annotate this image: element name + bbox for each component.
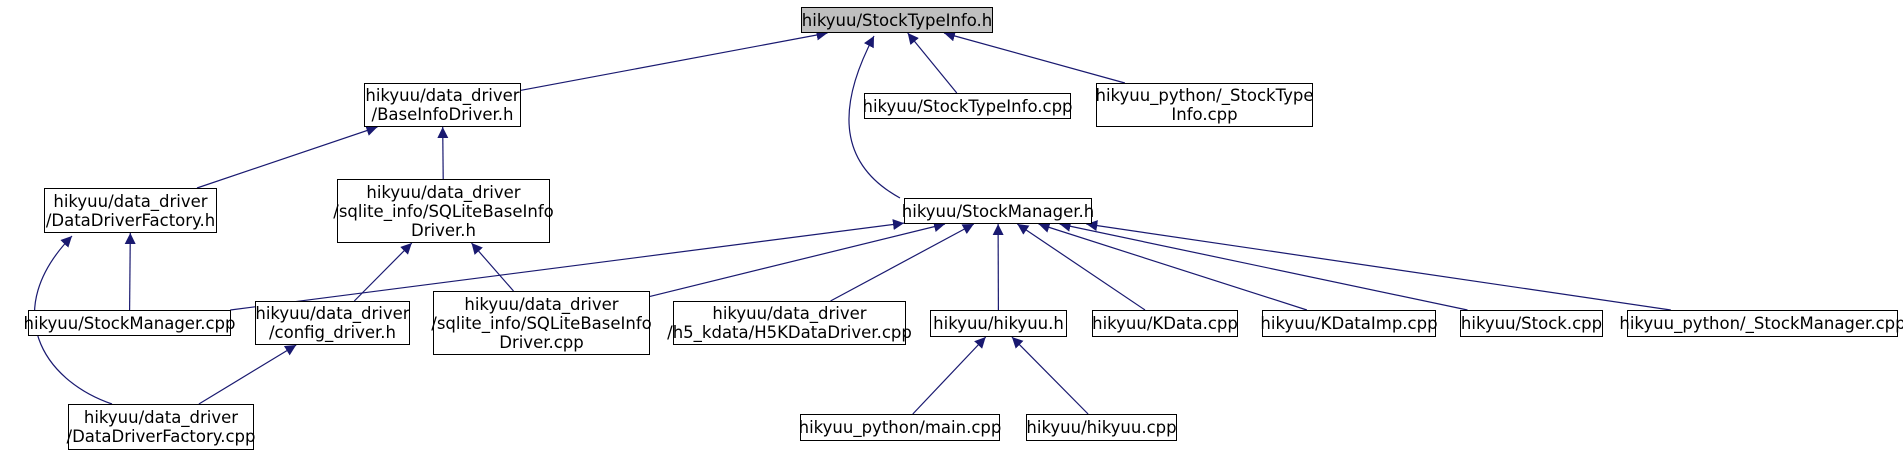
- node-label-line-2: Info.cpp: [1171, 105, 1238, 124]
- edge-sqlitebaseinfodriver-cpp-to-stockmanager-h: [649, 221, 946, 297]
- node-kdata-cpp[interactable]: hikyuu/KData.cpp: [1092, 310, 1238, 337]
- node-label-line-2: /config_driver.h: [268, 323, 397, 342]
- edge-datadriverfactory-h-to-baseinfodriver-h: [196, 125, 378, 189]
- node-stocktypeinfo-cpp[interactable]: hikyuu/StockTypeInfo.cpp: [862, 93, 1073, 119]
- node-sqlitebaseinfodriver-h[interactable]: hikyuu/data_driver/sqlite_info/SQLiteBas…: [333, 179, 554, 243]
- edge-datadriverfactory-cpp-to-config-driver-h: [198, 344, 297, 405]
- node-label: hikyuu_python/main.cpp: [798, 418, 1002, 437]
- edge-py-stocktypeinfo-cpp-to-stocktypeinfo-h: [943, 30, 1126, 84]
- node-kdataimp-cpp[interactable]: hikyuu/KDataImp.cpp: [1260, 310, 1438, 337]
- node-label-line-1: hikyuu_python/_StockType: [1095, 86, 1314, 105]
- node-label: hikyuu/Stock.cpp: [1460, 314, 1603, 333]
- node-label-line-1: hikyuu/data_driver: [53, 191, 208, 211]
- node-datadriverfactory-cpp[interactable]: hikyuu/data_driver/DataDriverFactory.cpp: [66, 404, 256, 450]
- node-label-line-2: /DataDriverFactory.cpp: [66, 427, 256, 446]
- edge-hikyuu-cpp-to-hikyuu-h: [1011, 336, 1089, 415]
- node-hikyuu-h[interactable]: hikyuu/hikyuu.h: [930, 310, 1067, 337]
- node-config-driver-h[interactable]: hikyuu/data_driver/config_driver.h: [255, 301, 410, 345]
- node-sqlitebaseinfodriver-cpp[interactable]: hikyuu/data_driver/sqlite_info/SQLiteBas…: [431, 291, 652, 355]
- node-label: hikyuu/KData.cpp: [1092, 314, 1238, 333]
- edge-datadriverfactory-cpp-to-datadriverfactory-h: [33, 235, 113, 405]
- node-h5kdatadriver-cpp[interactable]: hikyuu/data_driver/h5_kdata/H5KDataDrive…: [667, 301, 912, 345]
- edge-kdataimp-cpp-to-stockmanager-h: [1038, 222, 1308, 311]
- node-label: hikyuu/StockTypeInfo.cpp: [862, 96, 1073, 116]
- node-label-line-1: hikyuu/data_driver: [464, 294, 619, 314]
- node-label-line-1: hikyuu/data_driver: [83, 408, 239, 427]
- edge-py-stockmanager-cpp-to-stockmanager-h: [1086, 220, 1671, 311]
- edge-h5kdatadriver-cpp-to-stockmanager-h: [830, 223, 975, 302]
- edge-config-driver-h-to-sqlitebaseinfodriver-h: [353, 242, 413, 302]
- node-label-line-2: /DataDriverFactory.h: [45, 210, 216, 230]
- edge-stockmanager-cpp-to-stockmanager-h: [230, 219, 905, 311]
- node-label: hikyuu_python/_StockManager.cpp: [1619, 314, 1903, 333]
- node-label: hikyuu/StockTypeInfo.h: [801, 10, 993, 30]
- node-datadriverfactory-h[interactable]: hikyuu/data_driver/DataDriverFactory.h: [44, 188, 217, 233]
- node-label: hikyuu/KDataImp.cpp: [1260, 314, 1438, 333]
- node-label-line-2: /BaseInfoDriver.h: [371, 105, 514, 124]
- node-baseinfodriver-h[interactable]: hikyuu/data_driver/BaseInfoDriver.h: [364, 83, 521, 127]
- edge-sqlitebaseinfodriver-cpp-to-sqlitebaseinfodriver-h: [471, 242, 514, 292]
- node-label-line-2: /sqlite_info/SQLiteBaseInfo: [333, 201, 554, 221]
- node-label-line-1: hikyuu/data_driver: [255, 304, 410, 323]
- node-stock-cpp[interactable]: hikyuu/Stock.cpp: [1460, 310, 1603, 337]
- node-label-line-1: hikyuu/data_driver: [712, 304, 867, 323]
- edge-stocktypeinfo-cpp-to-stocktypeinfo-h: [907, 32, 958, 94]
- edge-stockmanager-h-to-stocktypeinfo-h: [848, 35, 901, 199]
- edge-kdata-cpp-to-stockmanager-h: [1016, 223, 1146, 311]
- node-label-line-2: /sqlite_info/SQLiteBaseInfo: [431, 313, 652, 333]
- node-py-stockmanager-cpp[interactable]: hikyuu_python/_StockManager.cpp: [1619, 310, 1903, 337]
- node-label: hikyuu/StockManager.h: [901, 201, 1095, 221]
- node-hikyuu-cpp[interactable]: hikyuu/hikyuu.cpp: [1026, 414, 1177, 441]
- node-label-line-1: hikyuu/data_driver: [366, 182, 521, 202]
- node-label-line-2: /h5_kdata/H5KDataDriver.cpp: [667, 323, 912, 342]
- edge-stockmanager-cpp-to-datadriverfactory-h: [124, 232, 136, 311]
- edge-python-main-cpp-to-hikyuu-h: [912, 336, 987, 415]
- edge-sqlitebaseinfodriver-h-to-baseinfodriver-h: [437, 126, 449, 180]
- node-label-line-3: Driver.cpp: [499, 332, 584, 352]
- node-label-line-3: Driver.h: [411, 220, 476, 240]
- node-label: hikyuu/hikyuu.cpp: [1026, 418, 1177, 437]
- node-stocktypeinfo-h[interactable]: hikyuu/StockTypeInfo.h: [801, 7, 993, 33]
- node-label-line-1: hikyuu/data_driver: [365, 86, 520, 105]
- node-label: hikyuu/hikyuu.h: [933, 314, 1064, 333]
- edge-baseinfodriver-h-to-stocktypeinfo-h: [520, 29, 828, 91]
- node-python-main-cpp[interactable]: hikyuu_python/main.cpp: [798, 414, 1002, 441]
- node-stockmanager-cpp[interactable]: hikyuu/StockManager.cpp: [24, 310, 236, 336]
- node-label: hikyuu/StockManager.cpp: [23, 313, 236, 333]
- node-stockmanager-h[interactable]: hikyuu/StockManager.h: [901, 198, 1095, 224]
- edge-stock-cpp-to-stockmanager-h: [1059, 220, 1468, 311]
